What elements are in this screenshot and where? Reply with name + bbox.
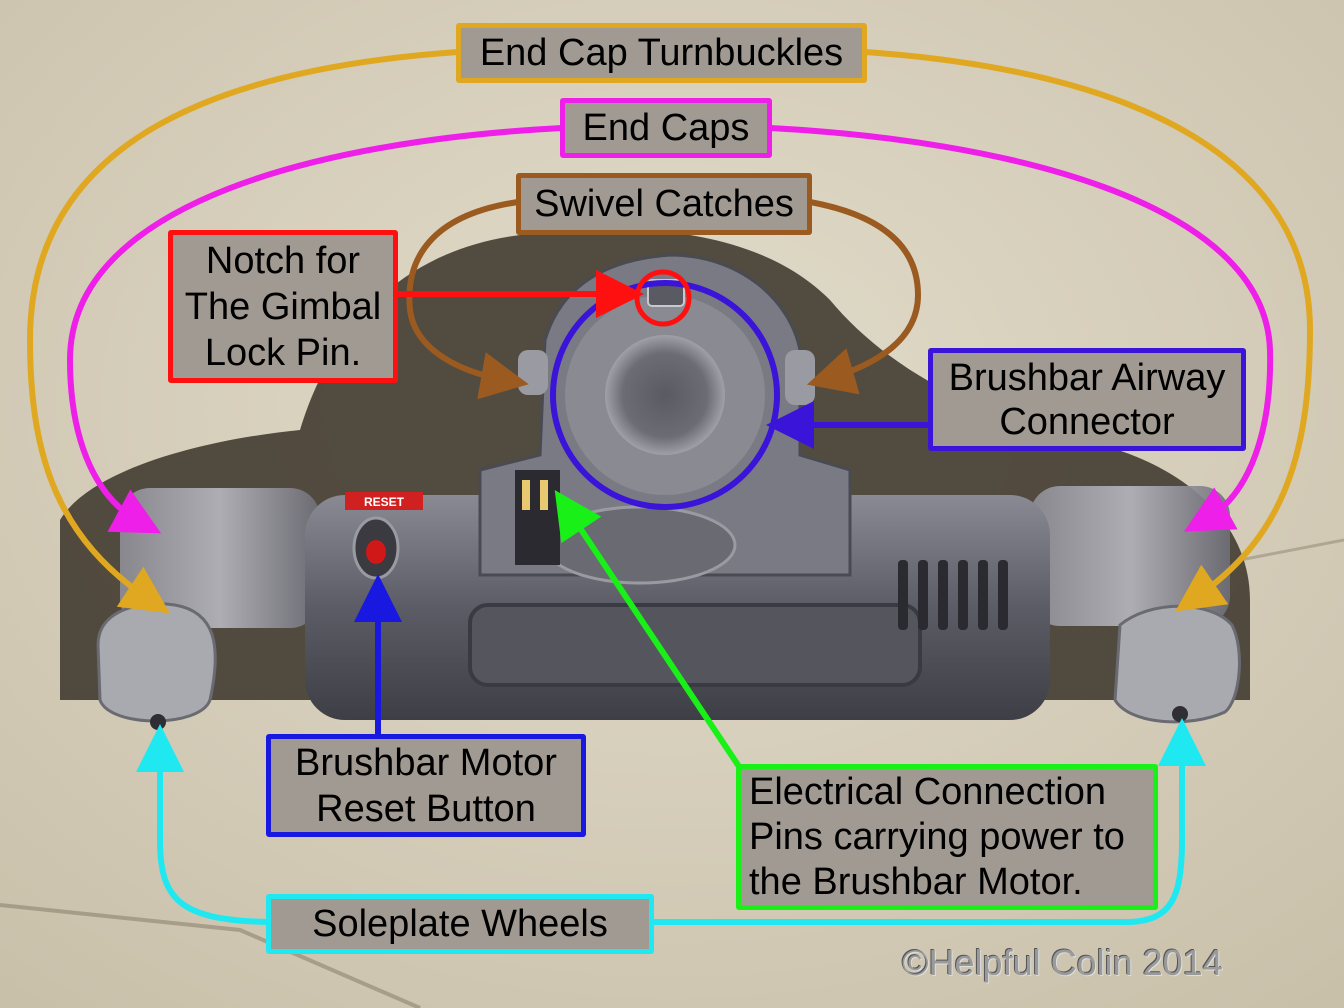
label-reset-button: Brushbar Motor Reset Button xyxy=(266,734,586,837)
paving-joint xyxy=(1239,538,1344,562)
label-swivel-catches: Swivel Catches xyxy=(516,173,812,235)
left-wheel-axle xyxy=(150,714,166,730)
label-end-caps: End Caps xyxy=(560,98,772,158)
right-end-cap xyxy=(1030,486,1230,626)
left-soleplate-wheel xyxy=(96,602,217,723)
label-end-cap-turnbuckles: End Cap Turnbuckles xyxy=(456,23,867,83)
arrow-soleplate-wheel-left xyxy=(136,724,269,925)
arrow-end-cap-turnbuckles-right xyxy=(864,49,1314,612)
right-wheel-axle xyxy=(1172,706,1188,722)
left-swivel-catch xyxy=(518,350,548,395)
label-brushbar-airway: Brushbar Airway Connector xyxy=(928,348,1246,451)
copyright-watermark: ©Helpful Colin 2014 xyxy=(902,942,1223,983)
arrow-end-cap-turnbuckles-left xyxy=(26,49,459,614)
electrical-pins xyxy=(515,470,560,565)
arrow-end-caps-right xyxy=(769,125,1274,532)
soleplate-panel xyxy=(468,603,922,687)
arrow-electrical-pins xyxy=(554,490,743,770)
reset-button-light xyxy=(366,540,386,564)
arrow-swivel-catches-right xyxy=(806,199,922,395)
right-soleplate-wheel xyxy=(1113,604,1241,724)
airway-opening xyxy=(605,335,725,455)
vent-slots xyxy=(898,560,1008,630)
reset-decal xyxy=(345,492,423,510)
arrow-swivel-catches-left xyxy=(406,199,529,400)
label-gimbal-notch: Notch for The Gimbal Lock Pin. xyxy=(168,230,398,383)
right-swivel-catch xyxy=(785,350,815,405)
paving-joint xyxy=(0,903,421,1008)
arrow-soleplate-wheel-right xyxy=(650,718,1206,925)
label-soleplate-wheels: Soleplate Wheels xyxy=(266,894,654,954)
left-end-cap xyxy=(120,488,320,628)
airway-highlight-circle xyxy=(550,280,780,510)
reset-decal-text: RESET xyxy=(364,495,405,509)
label-electrical-pins: Electrical Connection Pins carrying powe… xyxy=(736,764,1158,910)
arrow-end-caps-left xyxy=(66,125,563,534)
gimbal-notch xyxy=(647,279,685,307)
